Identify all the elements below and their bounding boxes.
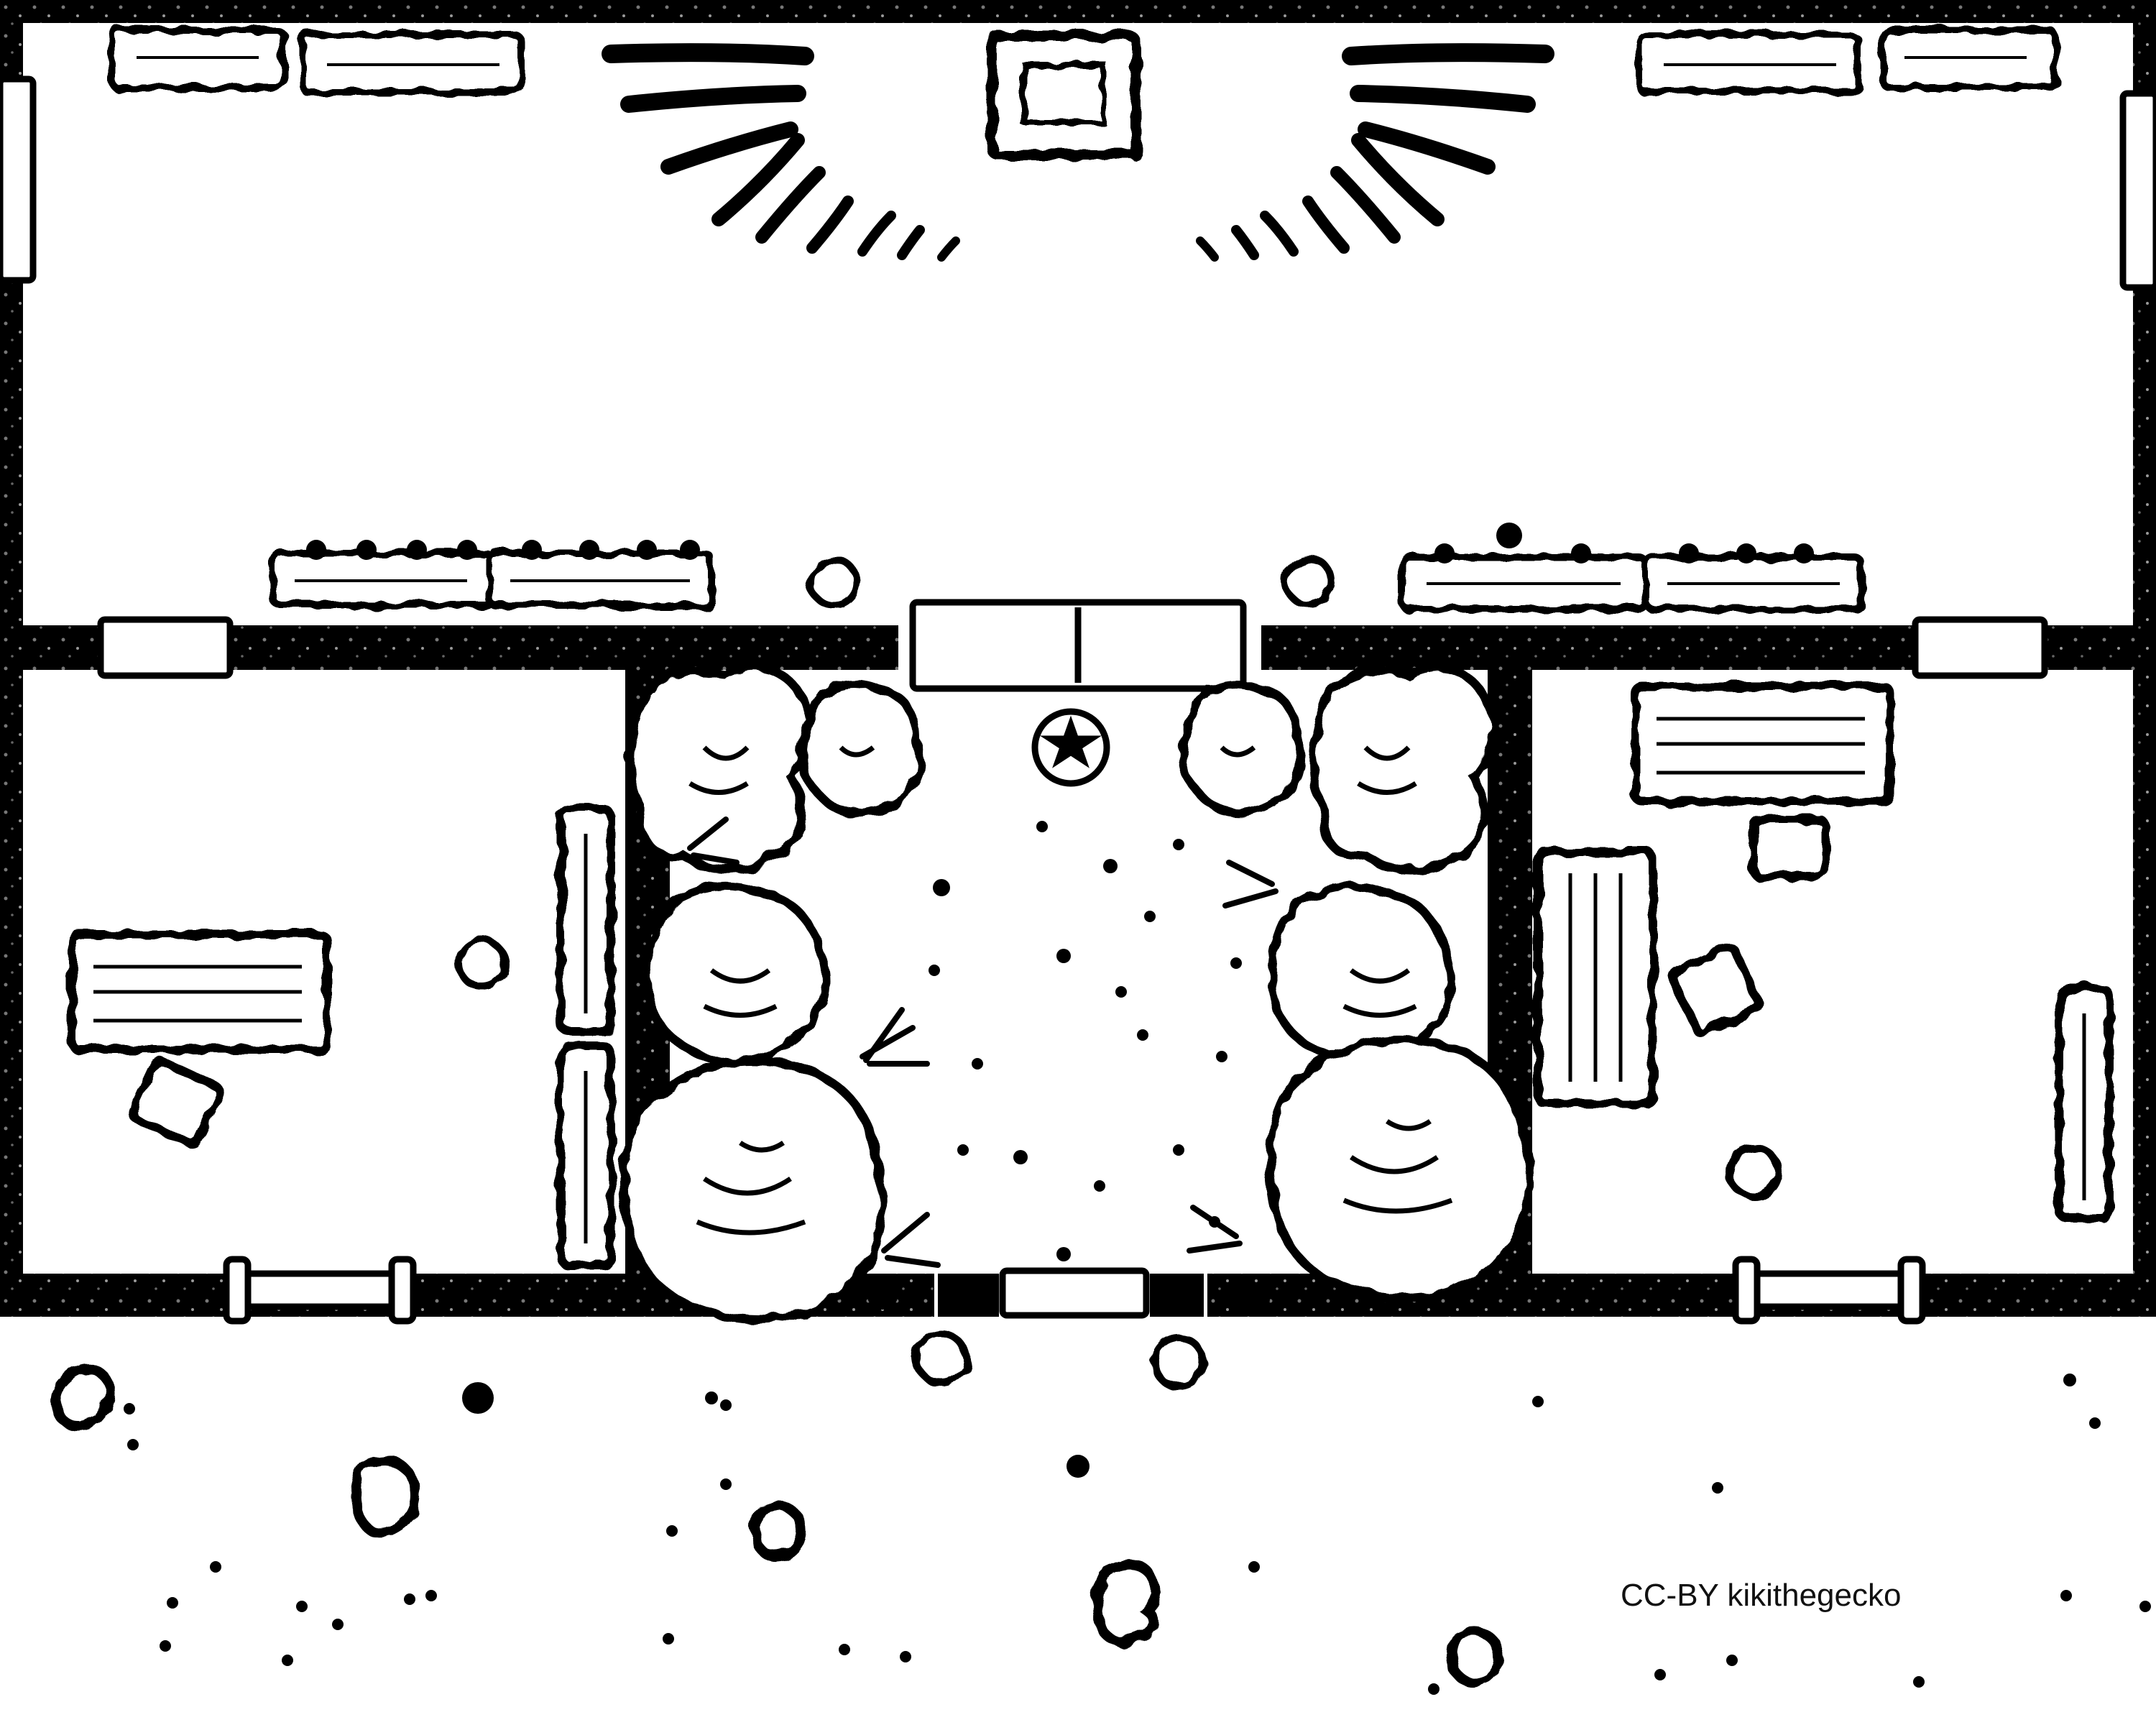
- rock-icon: [349, 1455, 420, 1538]
- rock-icon: [750, 1500, 807, 1562]
- chair-icon[interactable]: [1668, 942, 1764, 1038]
- garden-gate[interactable]: [999, 1267, 1150, 1319]
- skull-icon: [1151, 1334, 1207, 1390]
- stool-icon[interactable]: [1749, 815, 1830, 881]
- left-room-grain: [93, 834, 588, 1243]
- skull-icon: [1281, 554, 1335, 607]
- seating-rays-left: [602, 43, 960, 262]
- shrub-swirls: [688, 745, 1453, 1236]
- shrubs-left: [619, 663, 924, 1324]
- shrub-icon: [642, 882, 830, 1067]
- door-icon[interactable]: [2119, 90, 2156, 291]
- skull-icon: [1726, 1144, 1782, 1200]
- pentagram-icon[interactable]: [1031, 708, 1110, 787]
- skull-icon: [455, 937, 508, 990]
- outside-pebbles: [124, 1374, 2151, 1695]
- right-room-grain: [1568, 717, 2086, 1200]
- garden: [619, 663, 1534, 1324]
- doors: [0, 75, 2156, 1319]
- fence-icon: [223, 1256, 417, 1325]
- shrub-icon: [1309, 663, 1498, 874]
- shrub-icon: [1179, 680, 1305, 818]
- rock-icon: [1447, 1626, 1504, 1688]
- pot: [1238, 1284, 1270, 1315]
- door-icon[interactable]: [1912, 616, 2048, 679]
- credit-text: CC-BY kikithegecko: [1621, 1578, 1902, 1613]
- gate-post: [938, 1274, 999, 1317]
- seating-rays-right: [1196, 43, 1554, 262]
- pot: [867, 1278, 898, 1310]
- gate-post: [1150, 1274, 1204, 1317]
- shrub-icon: [626, 663, 815, 874]
- fences: [223, 1256, 1926, 1325]
- skulls: [455, 554, 1782, 1390]
- door-icon[interactable]: [97, 616, 234, 679]
- pew-grain: [137, 56, 2027, 585]
- rock-icon: [50, 1363, 115, 1430]
- fence-icon: [1732, 1256, 1926, 1325]
- wall-top: [0, 0, 2156, 23]
- skull-icon: [807, 556, 860, 609]
- altar-box[interactable]: [987, 31, 1141, 160]
- garden-dots: [929, 821, 1242, 1261]
- rock-icon: [1092, 1559, 1161, 1647]
- door-icon[interactable]: [0, 75, 37, 284]
- shrub-icon: [798, 680, 924, 818]
- pew-bumps: [306, 523, 1814, 564]
- skull-icon: [913, 1330, 969, 1386]
- outside-rocks: [50, 1363, 1504, 1688]
- chair-icon[interactable]: [128, 1057, 224, 1149]
